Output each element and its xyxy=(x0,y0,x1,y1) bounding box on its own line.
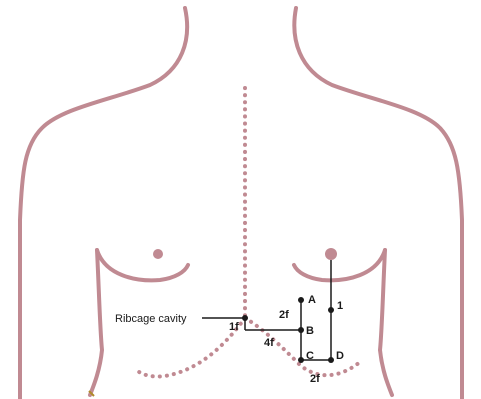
point-a xyxy=(298,297,304,303)
label-4f: 4f xyxy=(264,337,274,349)
point-b xyxy=(298,327,304,333)
right-nipple xyxy=(325,248,337,260)
label-point-d: D xyxy=(336,350,344,362)
torso-outline xyxy=(20,8,462,399)
point-c xyxy=(298,357,304,363)
left-pectoral-outline xyxy=(97,250,188,280)
label-1: 1 xyxy=(337,300,343,312)
right-flank-outline xyxy=(380,250,392,395)
point-d xyxy=(328,357,334,363)
label-point-c: C xyxy=(306,350,314,362)
right-costal-margin-dotted xyxy=(245,318,360,375)
label-1f: 1f xyxy=(229,321,239,333)
label-2f-horizontal: 2f xyxy=(310,373,320,385)
label-point-a: A xyxy=(308,294,316,306)
label-point-b: B xyxy=(306,325,314,337)
ribcage-point xyxy=(242,315,248,321)
point-1 xyxy=(328,307,334,313)
ribcage-cavity-label: Ribcage cavity xyxy=(115,313,187,325)
left-nipple xyxy=(153,249,163,259)
left-neck-shoulder-arm-outline xyxy=(20,8,187,399)
label-2f-vertical: 2f xyxy=(279,309,289,321)
right-neck-shoulder-arm-outline xyxy=(294,8,462,399)
left-flank-outline xyxy=(90,250,102,395)
right-pectoral-outline xyxy=(294,250,385,280)
